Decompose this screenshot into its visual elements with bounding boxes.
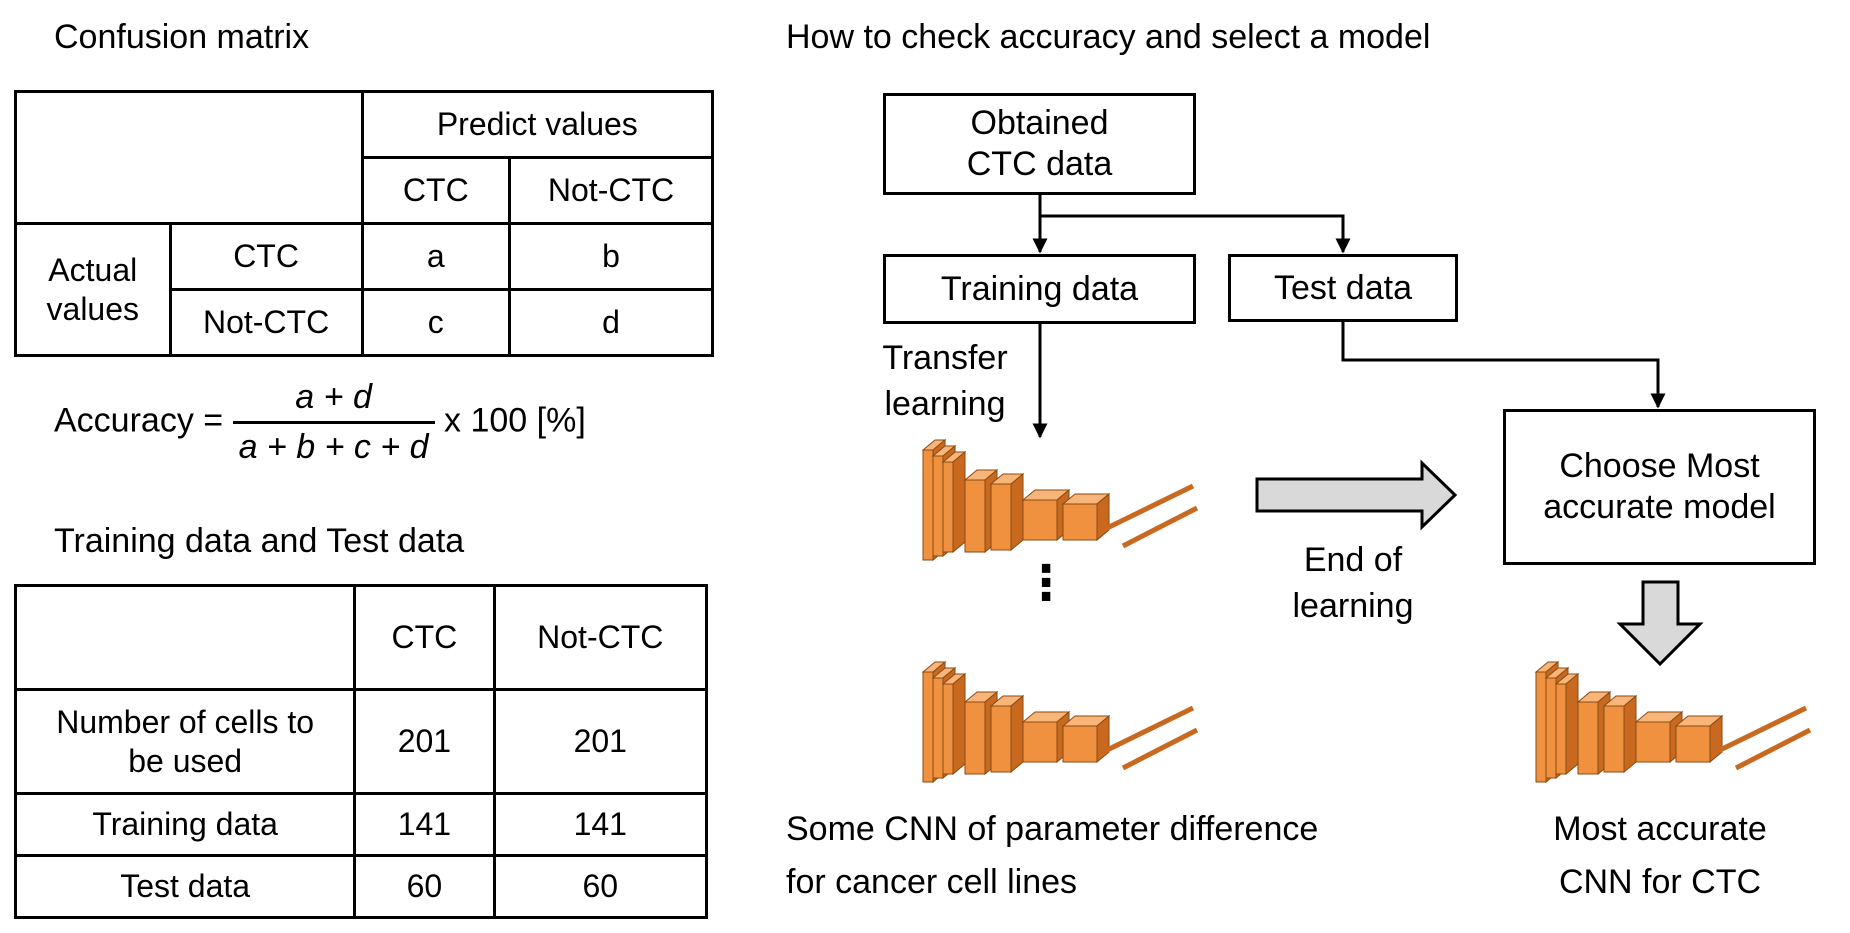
down-block-arrow	[1616, 580, 1704, 667]
cnn-dense-layer	[1121, 727, 1199, 771]
some-cnn-caption: Some CNN of parameter difference for can…	[786, 810, 1319, 901]
cnn-layer-block	[1021, 710, 1071, 764]
split-row-label: Test data	[13, 854, 357, 919]
split-row-label: Training data	[13, 792, 357, 857]
cnn-layer-block	[1634, 710, 1684, 764]
cnn-layer-block	[1061, 492, 1111, 542]
choose-model-label: Choose Most accurate model	[1543, 447, 1776, 526]
split-row-not-ctc: 141	[492, 792, 709, 857]
split-not-ctc-header: Not-CTC	[492, 584, 709, 691]
split-empty-cell	[13, 584, 357, 691]
split-row-label-text: Number of cells to be used	[56, 704, 315, 779]
actual-not-ctc-header: Not-CTC	[168, 288, 364, 357]
obtained-ctc-data-box: Obtained CTC data	[883, 93, 1196, 195]
obtained-ctc-data-label: Obtained CTC data	[966, 104, 1113, 183]
split-row-label: Number of cells to be used	[13, 688, 357, 795]
training-data-label: Training data	[940, 269, 1139, 308]
empty-corner-cell	[14, 90, 364, 225]
accuracy-formula: Accuracy = a + d a + b + c + d x 100 [%]	[54, 378, 586, 467]
cnn-dense-layer	[1714, 705, 1808, 755]
predict-not-ctc-header: Not-CTC	[508, 156, 714, 225]
formula-fraction: a + d a + b + c + d	[232, 378, 435, 467]
choose-model-box: Choose Most accurate model	[1503, 409, 1816, 565]
cnn-layer-block	[1554, 672, 1580, 776]
cnn-dense-layer	[1101, 705, 1195, 755]
formula-lhs: Accuracy =	[54, 401, 224, 440]
cnn-layer-block	[1021, 488, 1071, 542]
formula-numerator: a + d	[295, 378, 372, 416]
split-row-ctc: 60	[353, 854, 496, 919]
cell-c: c	[360, 288, 512, 357]
cell-d: d	[508, 288, 714, 357]
cnn-layer-block	[989, 472, 1025, 552]
formula-denominator: a + b + c + d	[232, 421, 435, 467]
arrow-obtained-to-test	[1040, 214, 1351, 254]
end-of-learning-label: End of learning	[1292, 541, 1414, 625]
arrow-test-to-choose	[1341, 322, 1666, 409]
predict-ctc-header: CTC	[360, 156, 512, 225]
confusion-matrix-table: Predict values CTC Not-CTC Actual values…	[14, 90, 715, 357]
ellipsis-dots: ⋮	[1022, 557, 1070, 610]
cnn-layer-block	[989, 694, 1025, 774]
cnn-dense-layer	[1121, 505, 1199, 549]
split-row-ctc: 141	[353, 792, 496, 857]
cell-a: a	[360, 222, 512, 291]
cnn-layer-block	[941, 450, 967, 554]
transfer-learning-label: Transfer learning	[882, 339, 1008, 423]
split-row-ctc: 201	[353, 688, 496, 795]
cnn-dense-layer	[1734, 727, 1812, 771]
end-of-learning-arrow	[1255, 459, 1458, 531]
confusion-matrix-title: Confusion matrix	[54, 18, 310, 56]
most-accurate-cnn-caption: Most accurate CNN for CTC	[1553, 810, 1767, 901]
split-row-not-ctc: 60	[492, 854, 709, 919]
split-row-not-ctc: 201	[492, 688, 709, 795]
actual-ctc-header: CTC	[168, 222, 364, 291]
cnn-layer-block	[941, 672, 967, 776]
cnn-layer-block	[1674, 714, 1724, 764]
formula-rhs: x 100 [%]	[444, 401, 586, 440]
cnn-dense-layer	[1101, 483, 1195, 533]
predict-values-header: Predict values	[360, 90, 715, 159]
test-data-box: Test data	[1228, 254, 1458, 322]
split-ctc-header: CTC	[353, 584, 496, 691]
cnn-layer-block	[1061, 714, 1111, 764]
cell-b: b	[508, 222, 714, 291]
flow-title: How to check accuracy and select a model	[786, 18, 1431, 56]
split-table-title: Training data and Test data	[54, 522, 465, 560]
cnn-layer-block	[1602, 694, 1638, 774]
test-data-label: Test data	[1274, 268, 1412, 307]
split-table: CTC Not-CTC Number of cells to be used 2…	[13, 584, 709, 919]
actual-values-header: Actual values	[14, 222, 172, 357]
training-data-box: Training data	[883, 254, 1196, 324]
